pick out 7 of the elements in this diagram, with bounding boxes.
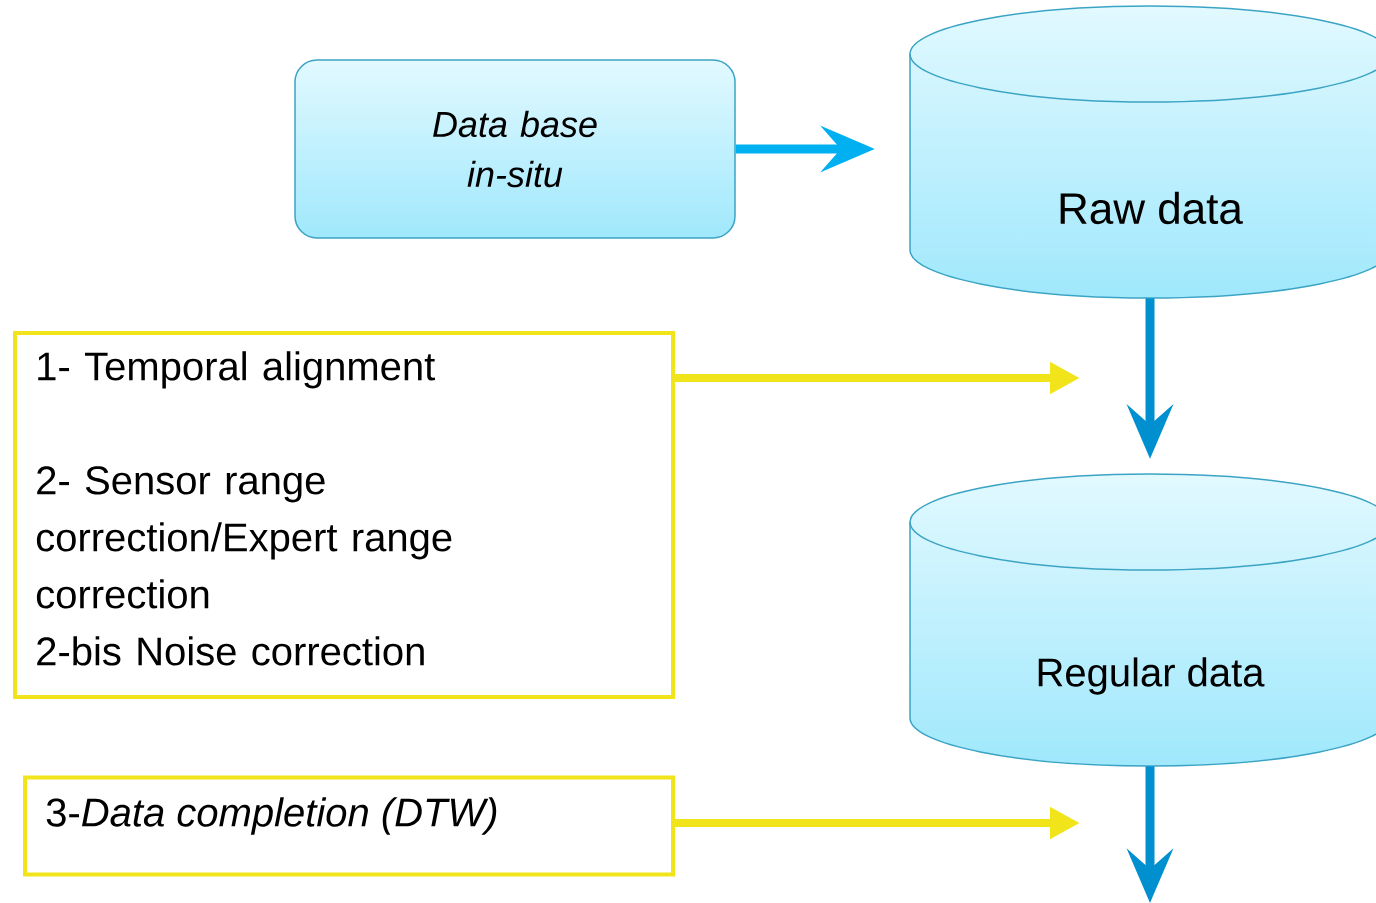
database-cylinder: Raw data [909, 5, 1376, 299]
step-box: 3-Data completion (DTW) [23, 775, 675, 877]
process-box: Data base in-situ [294, 59, 736, 239]
step-box: 1- Temporal alignment 2- Sensor range correction/Expert range correction 2-bis Noise correction [13, 331, 675, 699]
node-label: Raw data [1060, 191, 1243, 225]
node-label: Regular data [1038, 657, 1265, 695]
database-cylinder: Regular data [909, 473, 1376, 767]
